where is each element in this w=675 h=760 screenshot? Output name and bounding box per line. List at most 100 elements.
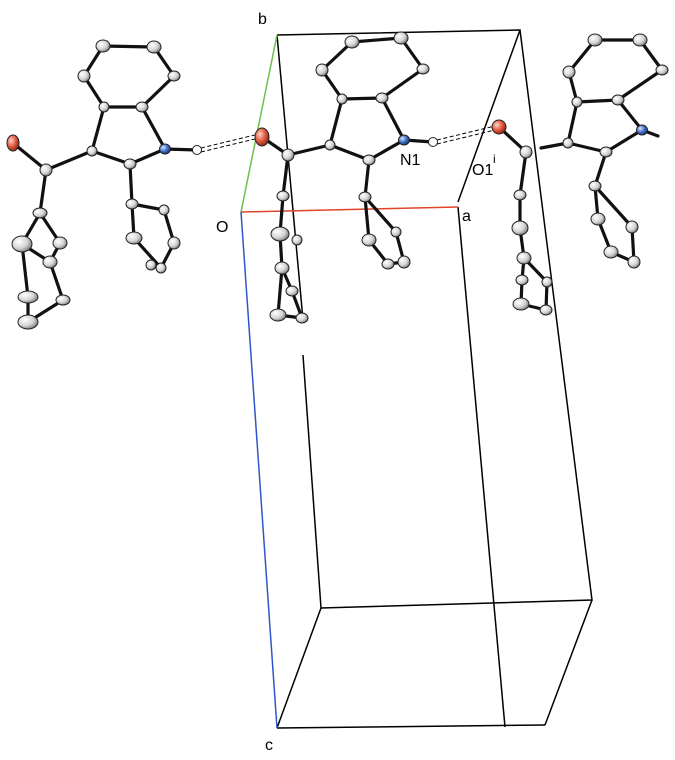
atom-carbon [167, 70, 181, 82]
atom-carbon [39, 163, 53, 177]
atom-carbon [17, 314, 39, 330]
atom-carbon [135, 101, 149, 113]
atom-carbon [324, 139, 336, 151]
atom-carbon [123, 158, 137, 170]
atom-carbon [98, 101, 110, 113]
atom-carbon [281, 148, 295, 162]
atom-carbon [295, 312, 309, 324]
atom-carbon [269, 308, 287, 322]
hydrogen-bond-left [200, 133, 260, 149]
atom-carbon [627, 255, 641, 269]
hydrogen-bonds [200, 125, 496, 153]
atom-carbon [125, 231, 143, 245]
atom-carbon [416, 63, 430, 75]
atom-carbon [587, 33, 603, 47]
atom-carbon [513, 189, 527, 201]
atom-carbon [146, 40, 162, 54]
atom-hydrogen [428, 137, 438, 147]
atom-carbon [511, 220, 529, 236]
atom-carbon [361, 233, 377, 247]
unit-cell [240, 29, 593, 729]
atom-carbon [362, 154, 376, 166]
atom-nitrogen [398, 134, 410, 146]
atom-carbon [571, 96, 583, 108]
cell-edge-b-lower [302, 354, 322, 609]
bonds [11, 36, 664, 324]
hydrogen-bond-right-2 [436, 129, 496, 145]
cell-edge-b-c [276, 607, 322, 729]
axis-b-line [240, 34, 278, 213]
atom-nitrogen [159, 143, 171, 155]
cell-edge-c-ac [276, 724, 546, 729]
atom-carbon [562, 137, 574, 149]
atom-carbon [95, 39, 111, 53]
axis-a-line [240, 206, 459, 213]
atom-carbon [315, 63, 329, 77]
atom-carbon [158, 204, 170, 216]
atom-carbon [603, 245, 619, 259]
atom-carbon [344, 35, 360, 49]
atoms [6, 31, 669, 330]
atom-carbon [590, 212, 606, 226]
atom-carbon [632, 33, 648, 47]
atom-carbon [276, 190, 290, 202]
atom-carbon [390, 226, 402, 238]
atom-carbon [32, 207, 48, 219]
cell-edge-bc-far [544, 599, 593, 726]
atom-carbon [336, 93, 348, 105]
atom-carbon [17, 290, 39, 304]
atom-carbon [55, 294, 71, 306]
atom-carbon [512, 297, 530, 311]
atom-carbon [375, 92, 389, 104]
atom-carbon [562, 65, 576, 79]
atom-carbon [145, 259, 157, 271]
atom-carbon [588, 180, 602, 192]
atom-carbon [77, 69, 91, 83]
axis-c-line [240, 211, 278, 729]
atom-carbon [291, 234, 303, 246]
atom-carbon [625, 220, 639, 234]
atom-carbon [11, 235, 33, 253]
atom-nitrogen [636, 124, 648, 136]
atom-carbon [274, 261, 290, 275]
cell-edge-b-a [457, 29, 521, 203]
axis-label-origin: O [216, 219, 228, 236]
cell-edge-a-c [457, 206, 506, 728]
atom-carbon [515, 274, 529, 286]
atom-label-symmetry-superscript: i [493, 152, 496, 166]
atom-hydrogen [192, 145, 202, 155]
atom-oxygen [491, 119, 507, 135]
atom-carbon [655, 64, 669, 76]
atom-carbon [393, 31, 409, 45]
cell-edge-b-origin [276, 34, 304, 321]
atom-carbon [86, 145, 98, 157]
atom-oxygen [254, 127, 270, 147]
hydrogen-bond-left-2 [200, 137, 260, 153]
atom-carbon [358, 191, 372, 203]
atom-carbon [285, 285, 299, 297]
labels: b O a c N1 O1 i [216, 11, 496, 754]
atom-carbon [516, 251, 532, 265]
atom-carbon [155, 262, 167, 274]
atom-carbon [519, 145, 533, 159]
atom-carbon [167, 236, 181, 250]
atom-carbon [611, 94, 625, 106]
cell-back-face [276, 29, 593, 609]
atom-label-o1: O1 [472, 162, 493, 179]
atom-label-n1: N1 [400, 152, 421, 169]
atom-carbon [125, 198, 139, 210]
atom-carbon [397, 255, 411, 269]
atom-carbon [381, 258, 395, 270]
atom-oxygen [6, 134, 20, 152]
atom-carbon [539, 304, 553, 316]
atom-carbon [52, 236, 68, 250]
atom-carbon [270, 226, 290, 242]
axis-label-b: b [258, 11, 267, 28]
atom-carbon [599, 146, 613, 158]
axis-label-a: a [462, 208, 471, 225]
axis-label-c: c [265, 737, 273, 754]
atom-carbon [541, 276, 553, 288]
hydrogen-bond-right [436, 125, 496, 141]
